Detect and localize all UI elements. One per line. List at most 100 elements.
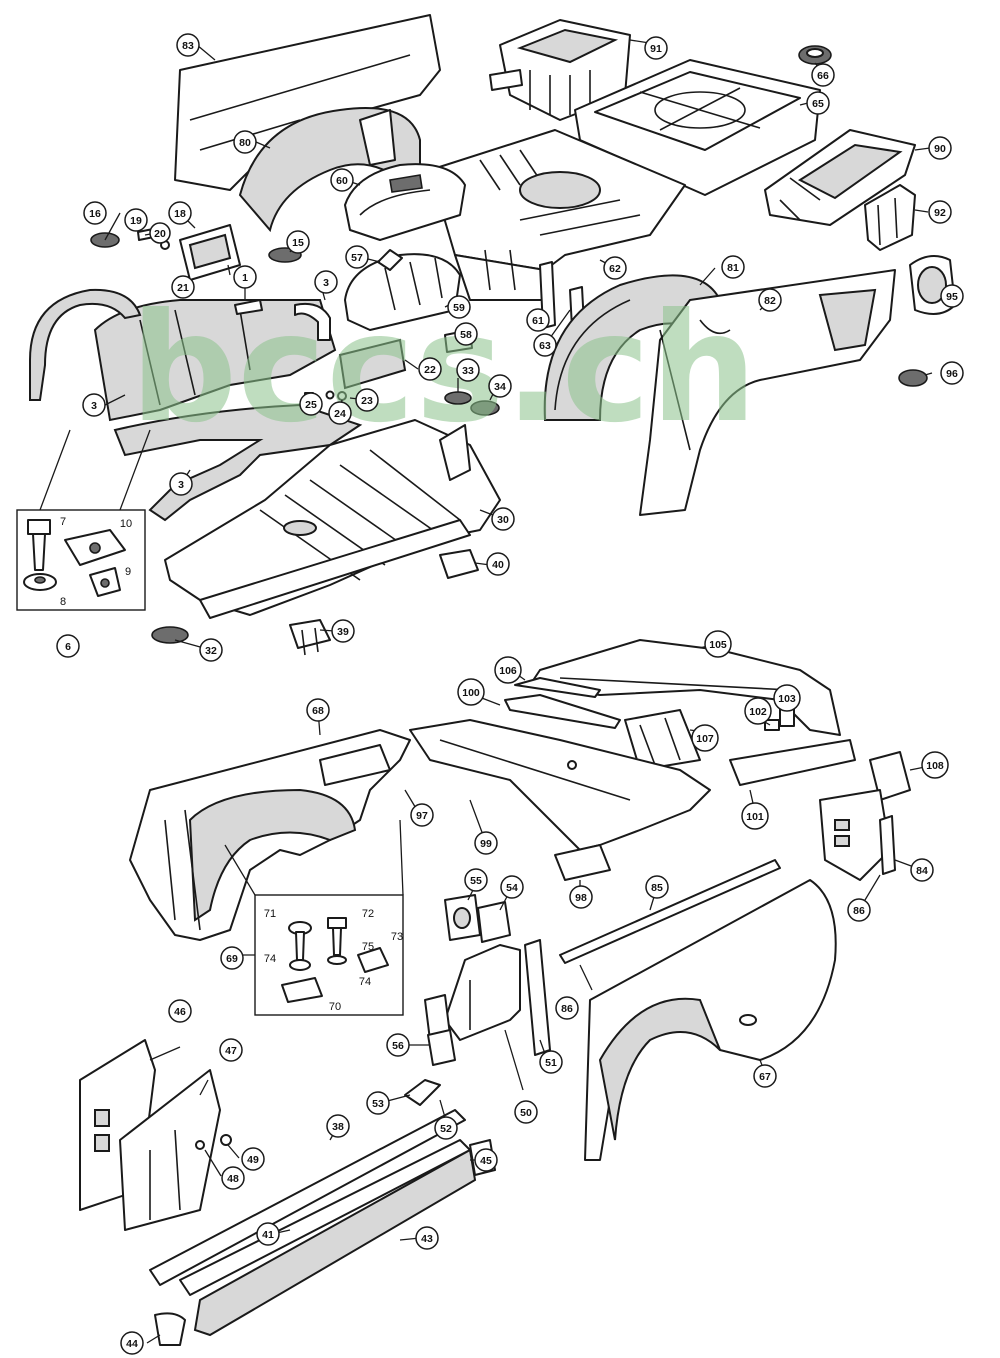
svg-text:66: 66 <box>817 70 829 82</box>
strip-85-part <box>559 859 781 964</box>
strip-53-part <box>404 1079 441 1106</box>
rear-valance-part <box>764 129 916 226</box>
pillar-50-part <box>444 944 521 1041</box>
svg-text:41: 41 <box>262 1229 274 1241</box>
callout-67: 67 <box>753 1064 777 1088</box>
sill-38-part <box>149 1109 466 1286</box>
svg-text:46: 46 <box>174 1006 186 1018</box>
svg-text:34: 34 <box>494 381 506 393</box>
front-wing-part <box>129 729 411 941</box>
label-74-left: 74 <box>264 953 276 965</box>
label-71: 71 <box>264 908 276 920</box>
callout-68: 68 <box>306 698 330 722</box>
callout-85: 85 <box>645 875 669 899</box>
svg-text:68: 68 <box>312 705 324 717</box>
callout-56: 56 <box>386 1033 410 1057</box>
svg-text:50: 50 <box>520 1107 532 1119</box>
svg-text:107: 107 <box>696 733 714 745</box>
callout-86-right: 86 <box>847 898 871 922</box>
svg-text:38: 38 <box>332 1121 344 1133</box>
label-10: 10 <box>120 518 132 530</box>
svg-text:61: 61 <box>532 315 544 327</box>
callout-59: 59 <box>447 295 471 319</box>
svg-text:19: 19 <box>130 215 142 227</box>
svg-text:65: 65 <box>812 98 824 110</box>
floor-pan-part <box>164 419 501 619</box>
fixings-inset-2 <box>224 819 404 1016</box>
svg-text:58: 58 <box>460 329 472 341</box>
callout-20: 20 <box>149 222 171 244</box>
bracket-56-part <box>427 1029 456 1066</box>
callout-90: 90 <box>928 136 952 160</box>
callout-16: 16 <box>83 201 107 225</box>
callout-107: 107 <box>691 724 719 752</box>
svg-text:101: 101 <box>746 811 764 823</box>
inner-wheel-arch-part <box>93 299 337 422</box>
svg-text:86: 86 <box>853 905 865 917</box>
battery-box-part <box>489 19 631 121</box>
screw-49-part <box>220 1134 232 1146</box>
svg-text:15: 15 <box>292 237 304 249</box>
callout-47: 47 <box>219 1038 243 1062</box>
callout-81: 81 <box>721 255 745 279</box>
grommet-part <box>798 45 832 65</box>
watermark: bccs.ch <box>130 282 757 456</box>
svg-text:21: 21 <box>177 282 189 294</box>
svg-text:53: 53 <box>372 1098 384 1110</box>
svg-text:63: 63 <box>539 340 551 352</box>
callout-44: 44 <box>120 1331 144 1355</box>
svg-text:105: 105 <box>709 639 727 651</box>
callout-65: 65 <box>806 91 830 115</box>
svg-text:55: 55 <box>470 875 482 887</box>
svg-text:85: 85 <box>651 882 663 894</box>
callout-62: 62 <box>603 256 627 280</box>
sill-43-part <box>193 1148 477 1337</box>
svg-text:47: 47 <box>225 1045 237 1057</box>
bracket-18-part <box>179 224 241 281</box>
svg-text:95: 95 <box>946 291 958 303</box>
label-74-right: 74 <box>359 976 371 988</box>
callout-60: 60 <box>330 168 354 192</box>
svg-text:3: 3 <box>178 479 184 491</box>
callout-51: 51 <box>539 1050 563 1074</box>
callout-41: 41 <box>256 1222 280 1246</box>
svg-text:59: 59 <box>453 302 465 314</box>
svg-text:39: 39 <box>337 626 349 638</box>
svg-text:43: 43 <box>421 1233 433 1245</box>
svg-text:49: 49 <box>247 1154 259 1166</box>
svg-text:22: 22 <box>424 364 436 376</box>
callout-6: 6 <box>56 634 80 658</box>
callout-40: 40 <box>486 552 510 576</box>
scuttle-panel-part <box>409 719 711 851</box>
callout-54: 54 <box>500 875 524 899</box>
svg-text:1: 1 <box>242 272 248 284</box>
svg-text:84: 84 <box>916 865 928 877</box>
bar-106-part <box>514 677 601 698</box>
callout-24: 24 <box>328 401 352 425</box>
svg-text:3: 3 <box>91 400 97 412</box>
nut-70-part <box>281 977 323 1003</box>
callout-39: 39 <box>331 619 355 643</box>
callout-45: 45 <box>474 1148 498 1172</box>
arch-seal-part <box>29 288 331 401</box>
end-cap-44-part <box>154 1312 186 1346</box>
callout-3-top: 3 <box>314 270 338 294</box>
bracket-39-part <box>289 619 331 656</box>
svg-text:91: 91 <box>650 43 662 55</box>
svg-text:20: 20 <box>154 228 166 240</box>
callout-101: 101 <box>741 802 769 830</box>
callout-97: 97 <box>410 803 434 827</box>
callout-84: 84 <box>910 858 934 882</box>
svg-text:92: 92 <box>934 207 946 219</box>
callout-103: 103 <box>773 684 801 712</box>
bolt-72-part <box>327 917 347 956</box>
svg-text:6: 6 <box>65 641 71 653</box>
gearbox-tunnel-part <box>344 249 461 331</box>
callout-34: 34 <box>488 374 512 398</box>
sill-41-part <box>179 1139 471 1296</box>
svg-text:100: 100 <box>462 687 480 699</box>
svg-text:67: 67 <box>759 1071 771 1083</box>
tail-lamp-part <box>909 255 956 315</box>
plate-22-part <box>338 338 407 390</box>
callout-61: 61 <box>526 308 550 332</box>
